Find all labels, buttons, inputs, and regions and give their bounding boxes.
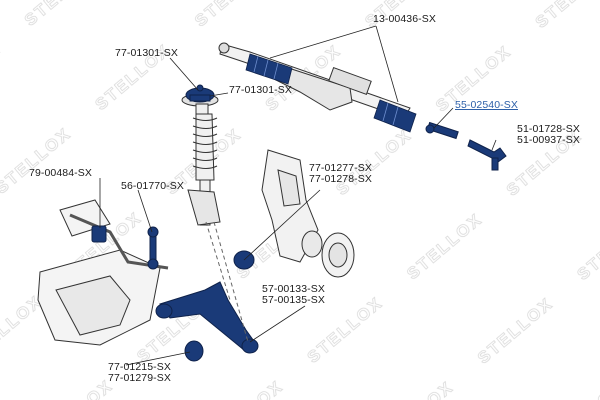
- label-stab-bush-2: 77-01278-SX: [309, 173, 372, 185]
- label-tie-rod-end-2: 51-00937-SX: [517, 134, 580, 146]
- tie-rod-end: [467, 139, 507, 171]
- label-strut-mount-top: 77-01301-SX: [115, 47, 178, 59]
- label-tie-rod-end-1: 51-01728-SX: [517, 123, 580, 135]
- control-arm-rear-bushing: [184, 340, 204, 362]
- label-inner-tie-rod[interactable]: 55-02540-SX: [455, 99, 518, 111]
- stabilizer-bushing: [91, 225, 107, 243]
- label-stab-bush: 77-01277-SX 77-01278-SX: [309, 163, 372, 185]
- wheel-hub: [301, 230, 355, 278]
- steering-knuckle: [261, 149, 319, 263]
- label-control-arm-2: 57-00135-SX: [262, 294, 325, 306]
- label-control-arm: 57-00133-SX 57-00135-SX: [262, 284, 325, 306]
- label-arm-bush: 77-01215-SX 77-01279-SX: [108, 362, 171, 384]
- rack-boot-left: [245, 53, 293, 85]
- subframe: [37, 199, 161, 346]
- label-strut-mount-mid: 77-01301-SX: [229, 84, 292, 96]
- label-arm-bush-2: 77-01279-SX: [108, 372, 171, 384]
- label-rack: 13-00436-SX: [373, 13, 436, 25]
- strut-top-mount: [185, 84, 215, 103]
- label-stabilizer-link: 56-01770-SX: [121, 180, 184, 192]
- label-control-arm-1: 57-00133-SX: [262, 283, 325, 295]
- stabilizer-link: [147, 226, 159, 270]
- control-arm: [155, 281, 259, 354]
- label-stab-bush-1: 77-01277-SX: [309, 162, 372, 174]
- label-tie-rod-end: 51-01728-SX 51-00937-SX: [517, 124, 580, 146]
- leader-lines: [99, 25, 497, 366]
- label-stabilizer-bushing: 79-00484-SX: [29, 167, 92, 179]
- rack-boot-right: [373, 99, 417, 133]
- label-arm-bush-1: 77-01215-SX: [108, 361, 171, 373]
